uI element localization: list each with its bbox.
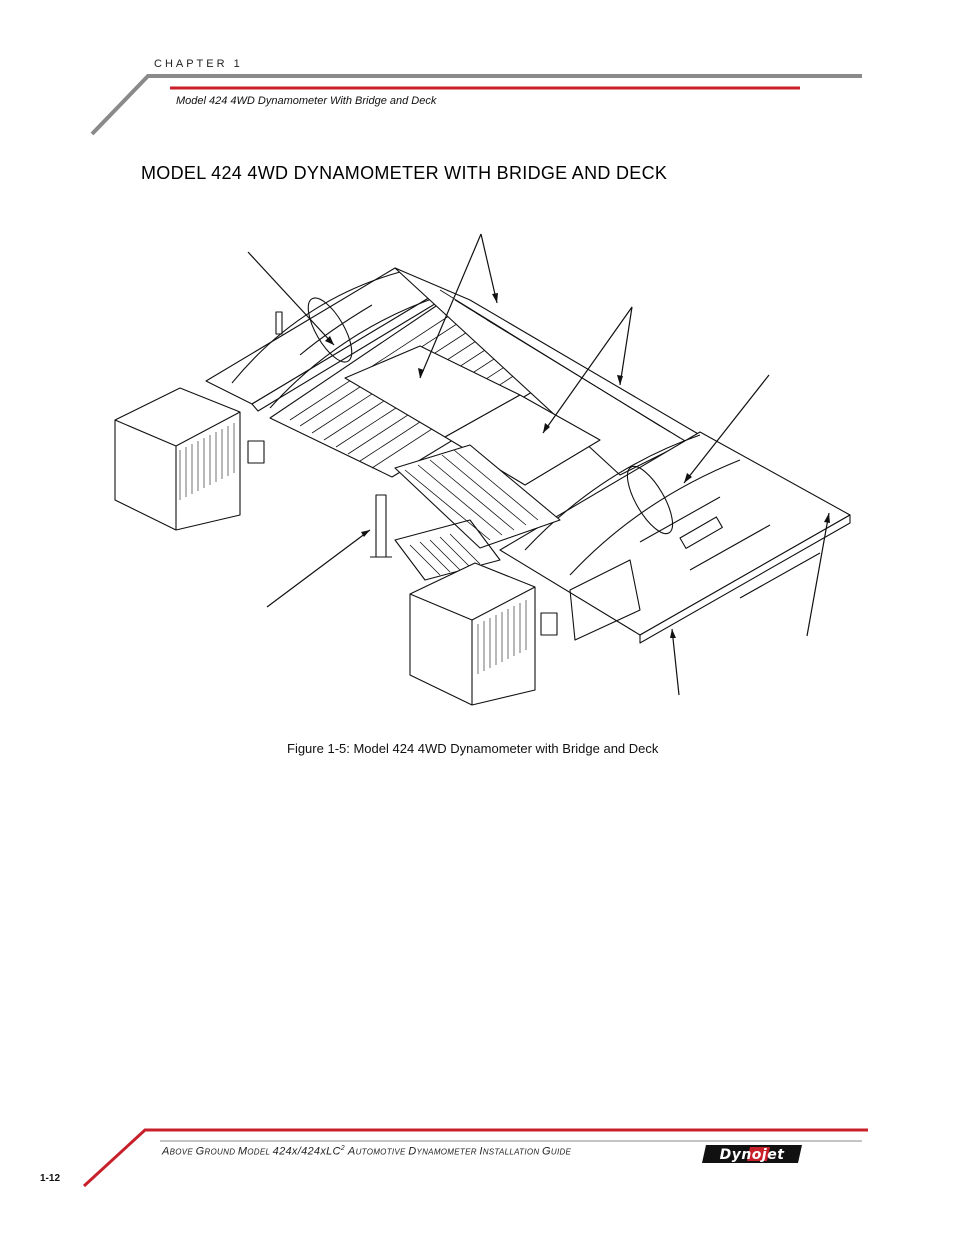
dynamometer-figure xyxy=(114,233,851,706)
svg-text:Dynojet: Dynojet xyxy=(720,1147,786,1163)
footer-guide-title: ABOVE GROUND MODEL 424x/424xLC2 AUTOMOTI… xyxy=(162,1145,572,1158)
page-number: 1-12 xyxy=(40,1173,61,1184)
chapter-label: CHAPTER 1 xyxy=(154,58,243,70)
figure-caption: Figure 1-5: Model 424 4WD Dynamometer wi… xyxy=(287,741,659,756)
header-rule-graphic xyxy=(90,74,862,136)
section-title: MODEL 424 4WD DYNAMOMETER WITH BRIDGE AN… xyxy=(141,163,668,183)
header-subtitle: Model 424 4WD Dynamometer With Bridge an… xyxy=(176,95,437,107)
dynojet-logo: Dynojet xyxy=(702,1145,802,1163)
